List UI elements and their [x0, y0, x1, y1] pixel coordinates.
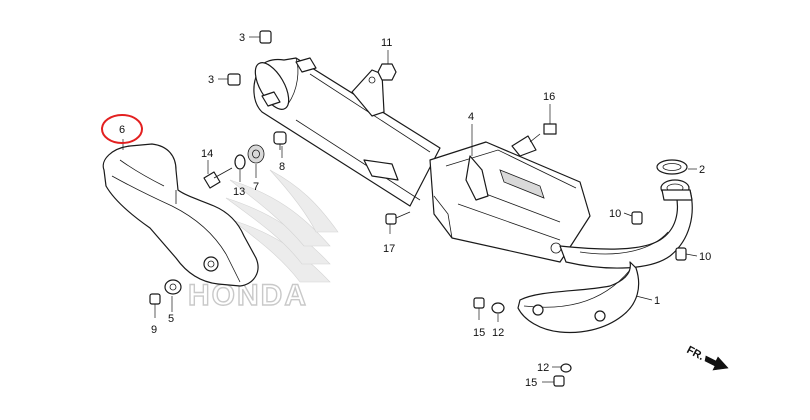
callout-5[interactable]: 5	[168, 313, 174, 325]
hardware	[149, 30, 687, 387]
honda-watermark: HONDA	[187, 169, 339, 313]
callout-4[interactable]: 4	[468, 111, 474, 123]
callout-1[interactable]: 1	[654, 295, 660, 307]
callout-6[interactable]: 6	[119, 124, 125, 136]
callout-15-middle[interactable]: 15	[473, 327, 485, 339]
watermark-text: HONDA	[188, 279, 308, 312]
muffler-body	[253, 57, 441, 207]
callout-10-left[interactable]: 10	[609, 208, 621, 220]
highlight-circle	[101, 114, 143, 144]
callout-8[interactable]: 8	[279, 161, 285, 173]
callout-16[interactable]: 16	[543, 91, 555, 103]
callout-17[interactable]: 17	[383, 243, 395, 255]
callout-3-top[interactable]: 3	[239, 32, 245, 44]
callout-13[interactable]: 13	[233, 186, 245, 198]
gasket-2	[656, 159, 688, 175]
pipe-protector-1	[517, 261, 640, 334]
callout-12-middle[interactable]: 12	[492, 327, 504, 339]
callout-9[interactable]: 9	[151, 324, 157, 336]
callout-7[interactable]: 7	[253, 181, 259, 193]
callout-11[interactable]: 11	[381, 37, 392, 49]
callout-labels: 3 3 11 4 16 6 14 13 7 8 2 10 10 17 1 15 …	[119, 32, 711, 389]
muffler-chamber-4	[429, 135, 591, 263]
direction-label: FR.	[685, 344, 706, 363]
leader-lines	[122, 36, 698, 383]
callout-2[interactable]: 2	[699, 164, 705, 176]
callout-3-second[interactable]: 3	[208, 74, 214, 86]
callout-12-bottom[interactable]: 12	[537, 362, 549, 374]
callout-14[interactable]: 14	[201, 148, 213, 160]
callout-15-bottom[interactable]: 15	[525, 377, 537, 389]
front-direction-indicator: FR.	[685, 344, 729, 371]
exhaust-pipe	[559, 179, 693, 269]
heat-shield-6	[102, 143, 259, 287]
front-arrow-icon	[704, 355, 729, 371]
callout-10-right[interactable]: 10	[699, 251, 711, 263]
